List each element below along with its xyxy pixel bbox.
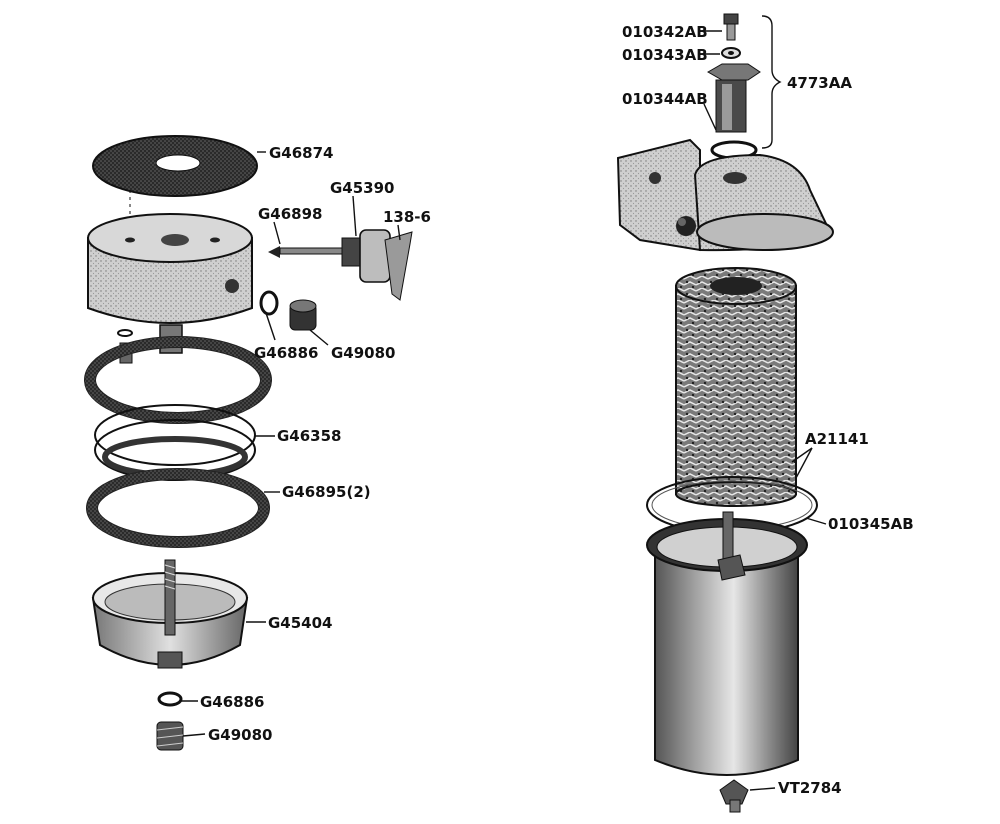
kit-bracket bbox=[761, 15, 782, 149]
leader-side-gasket bbox=[265, 312, 276, 341]
label-element: A21141 bbox=[805, 430, 869, 448]
side-plug bbox=[289, 299, 317, 331]
leader-element bbox=[791, 447, 813, 463]
washer bbox=[721, 47, 741, 59]
left-assembly: G46874 G45390 G46898 138-6 G46886 G49080… bbox=[84, 135, 431, 751]
label-clip: 138-6 bbox=[383, 208, 431, 226]
label-valve-stem: G45390 bbox=[330, 179, 395, 197]
bolt bbox=[723, 13, 739, 41]
leader-bottom-plug bbox=[182, 733, 206, 737]
filter-cover bbox=[87, 213, 253, 354]
dark-gasket-pair bbox=[86, 468, 270, 548]
label-bottom-gasket: G46886 bbox=[200, 693, 265, 711]
felt-pad bbox=[92, 135, 258, 197]
filter-element bbox=[675, 267, 797, 507]
label-bowl: G45404 bbox=[268, 614, 333, 632]
label-gasket-pair: G46895(2) bbox=[282, 483, 371, 501]
label-bottom-plug: G49080 bbox=[208, 726, 273, 744]
leader-valve-stem bbox=[352, 195, 357, 237]
label-bolt: 010342AB bbox=[622, 23, 708, 41]
leader-side-plug bbox=[309, 329, 329, 346]
label-nut: 010344AB bbox=[622, 90, 708, 108]
side-gasket bbox=[259, 290, 279, 316]
label-valve-needle: G46898 bbox=[258, 205, 323, 223]
drain-cock bbox=[719, 779, 749, 813]
right-assembly: 010342AB 010343AB 4773AA 010344AB A21141… bbox=[616, 13, 914, 813]
leader-clip bbox=[397, 224, 401, 241]
bottom-plug bbox=[156, 721, 184, 751]
filter-head bbox=[616, 138, 834, 252]
dark-ring-gasket bbox=[84, 336, 272, 424]
leader-seal-ring bbox=[805, 517, 827, 525]
leader-drain bbox=[749, 787, 776, 791]
label-kit: 4773AA bbox=[787, 74, 852, 92]
nut bbox=[706, 63, 761, 133]
label-seal-ring: 010345AB bbox=[828, 515, 914, 533]
label-side-plug: G49080 bbox=[331, 344, 396, 362]
label-drain: VT2784 bbox=[778, 779, 842, 797]
valve-assembly bbox=[268, 229, 413, 301]
leader-element-2 bbox=[795, 447, 813, 479]
leader-nut bbox=[703, 103, 717, 131]
label-washer: 010343AB bbox=[622, 46, 708, 64]
label-ring-gasket: G46358 bbox=[277, 427, 342, 445]
filter-bowl bbox=[91, 559, 249, 669]
label-side-gasket: G46886 bbox=[254, 344, 319, 362]
leader-valve-needle bbox=[273, 221, 281, 245]
filter-canister bbox=[646, 511, 808, 776]
label-felt-pad: G46874 bbox=[269, 144, 334, 162]
bottom-gasket bbox=[157, 691, 183, 707]
